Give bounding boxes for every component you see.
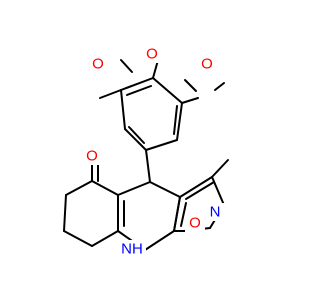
label-backgrounds <box>82 45 225 258</box>
ring-nh: NH <box>121 241 143 258</box>
isoxazole-nitrogen: N <box>210 204 221 221</box>
isoxazole-oxygen: O <box>189 215 201 232</box>
methoxy-oxygen-right: O <box>201 56 213 73</box>
bond-lines <box>63 52 229 251</box>
ketone-oxygen: O <box>86 148 98 165</box>
methoxy-oxygen-top: O <box>146 46 158 63</box>
methoxy-oxygen-left: O <box>92 56 104 73</box>
molecule-structure: O O O O N O NH <box>63 45 229 258</box>
